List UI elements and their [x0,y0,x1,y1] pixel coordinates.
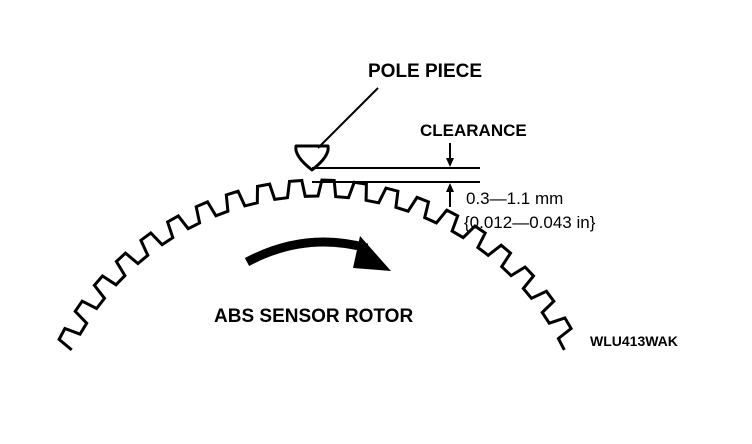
pole-piece-leader-line [317,87,379,149]
clearance-range-in: {0.012—0.043 in} [464,213,596,232]
pole-piece [294,144,330,172]
rotation-arrow [244,237,369,266]
rotor-teeth-outline [57,178,574,352]
rotation-arrowhead [353,236,391,271]
pole-piece-label: POLE PIECE [368,61,482,82]
clearance-label: CLEARANCE [420,121,527,140]
clearance-range-mm: 0.3—1.1 mm [466,189,563,208]
clearance-dim-lower-arrowhead [446,183,454,192]
figure-code: WLU413WAK [590,333,678,349]
rotor-label: ABS SENSOR ROTOR [214,306,413,327]
clearance-dim-upper-arrowhead [446,158,454,167]
